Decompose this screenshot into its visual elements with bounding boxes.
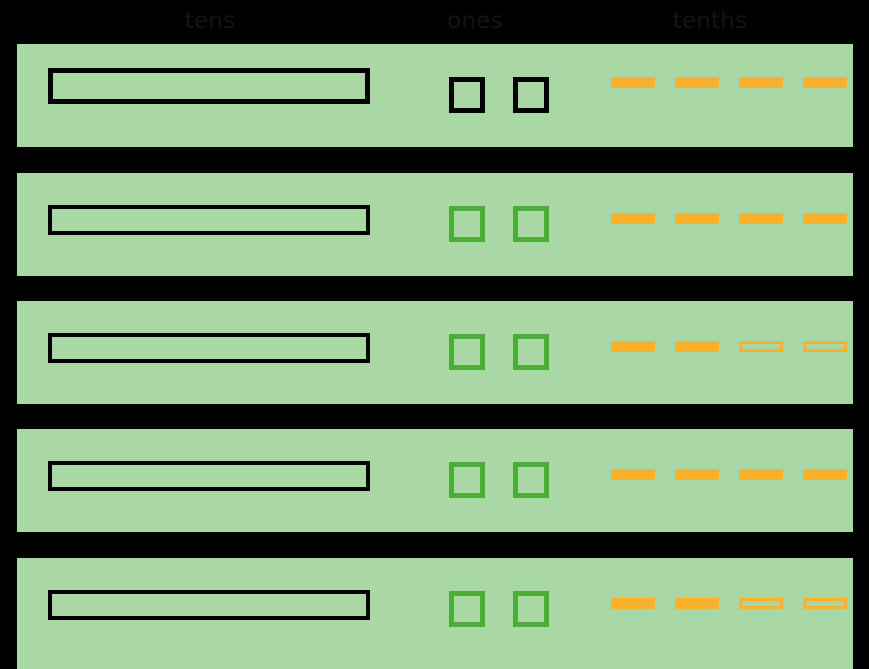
ones-cell[interactable]	[432, 301, 562, 404]
column-header-ones: ones	[447, 8, 503, 34]
tenths-unit[interactable]	[611, 469, 655, 480]
tens-cell[interactable]	[48, 301, 388, 404]
column-header-bar: tens ones tenths	[0, 0, 869, 44]
tenths-unit[interactable]	[803, 598, 847, 609]
tens-rod[interactable]	[48, 590, 370, 620]
tens-cell[interactable]	[48, 44, 388, 147]
tenths-cell[interactable]	[592, 429, 853, 532]
tenths-unit[interactable]	[611, 213, 655, 224]
tens-rod[interactable]	[48, 205, 370, 235]
ones-unit[interactable]	[449, 334, 485, 370]
place-value-row[interactable]	[17, 301, 853, 404]
tens-rod[interactable]	[48, 461, 370, 491]
tenths-unit[interactable]	[611, 341, 655, 352]
ones-cell[interactable]	[432, 558, 562, 661]
column-header-tenths: tenths	[672, 8, 748, 34]
tenths-unit[interactable]	[739, 213, 783, 224]
tenths-unit[interactable]	[675, 598, 719, 609]
tenths-unit[interactable]	[675, 341, 719, 352]
ones-unit[interactable]	[513, 77, 549, 113]
tens-rod[interactable]	[48, 68, 370, 104]
ones-cell[interactable]	[432, 44, 562, 147]
tens-cell[interactable]	[48, 558, 388, 661]
tenths-cell[interactable]	[592, 173, 853, 276]
tenths-unit[interactable]	[611, 77, 655, 88]
ones-unit[interactable]	[449, 77, 485, 113]
tenths-unit[interactable]	[803, 213, 847, 224]
ones-unit[interactable]	[449, 206, 485, 242]
ones-unit[interactable]	[513, 206, 549, 242]
column-header-tens: tens	[184, 8, 236, 34]
ones-unit[interactable]	[449, 462, 485, 498]
ones-unit[interactable]	[513, 462, 549, 498]
tenths-unit[interactable]	[739, 469, 783, 480]
tenths-unit[interactable]	[739, 341, 783, 352]
tens-cell[interactable]	[48, 429, 388, 532]
tenths-unit[interactable]	[803, 469, 847, 480]
tenths-cell[interactable]	[592, 44, 853, 147]
tenths-cell[interactable]	[592, 301, 853, 404]
ones-unit[interactable]	[449, 591, 485, 627]
tenths-cell[interactable]	[592, 558, 853, 661]
tenths-unit[interactable]	[675, 213, 719, 224]
place-value-row[interactable]	[17, 44, 853, 147]
tens-cell[interactable]	[48, 173, 388, 276]
place-value-row[interactable]	[17, 558, 853, 669]
place-value-row[interactable]	[17, 429, 853, 532]
tenths-unit[interactable]	[739, 77, 783, 88]
tenths-unit[interactable]	[739, 598, 783, 609]
ones-unit[interactable]	[513, 334, 549, 370]
tenths-unit[interactable]	[675, 77, 719, 88]
tenths-unit[interactable]	[803, 77, 847, 88]
ones-cell[interactable]	[432, 173, 562, 276]
tenths-unit[interactable]	[675, 469, 719, 480]
ones-cell[interactable]	[432, 429, 562, 532]
tens-rod[interactable]	[48, 333, 370, 363]
ones-unit[interactable]	[513, 591, 549, 627]
tenths-unit[interactable]	[611, 598, 655, 609]
place-value-row[interactable]	[17, 173, 853, 276]
tenths-unit[interactable]	[803, 341, 847, 352]
